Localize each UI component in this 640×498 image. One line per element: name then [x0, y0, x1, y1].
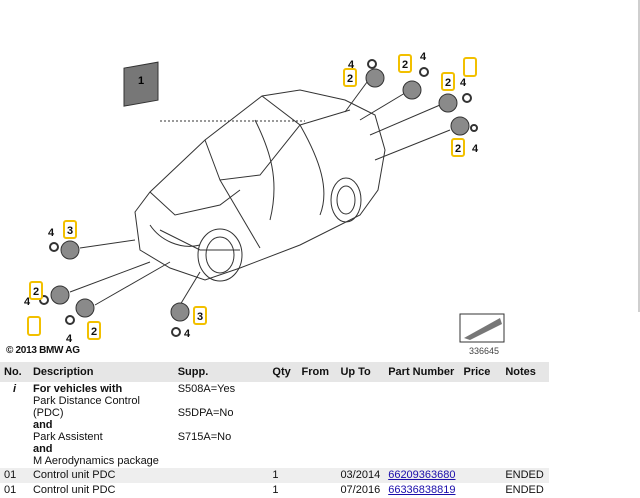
cell-notes: ENDED: [501, 468, 549, 483]
info-supp-line: [178, 419, 265, 431]
cell-qty: 1: [268, 468, 298, 483]
cell-part-number: 66209363680: [384, 468, 460, 483]
svg-text:2: 2: [91, 326, 97, 338]
svg-text:2: 2: [347, 73, 353, 85]
info-supp-line: S508A=Yes: [177, 383, 236, 395]
cell-supp: [173, 483, 269, 498]
info-supp-line: S5DPA=No: [177, 407, 234, 419]
svg-text:2: 2: [33, 286, 39, 298]
cell-qty: 1: [268, 483, 298, 498]
info-supp: S508A=Yes S5DPA=No S715A=No: [173, 382, 269, 468]
header-supp: Supp.: [173, 362, 269, 382]
table-row[interactable]: 01 Control unit PDC 1 07/2016 6633683881…: [0, 483, 549, 498]
svg-text:4: 4: [348, 59, 355, 71]
cell-supp: [173, 468, 269, 483]
info-supp-line: S715A=No: [177, 431, 232, 443]
table-row[interactable]: 01 Control unit PDC 1 03/2014 6620936368…: [0, 468, 549, 483]
header-notes: Notes: [501, 362, 549, 382]
svg-text:4: 4: [472, 143, 479, 155]
copyright-label: © 2013 BMW AG: [6, 345, 80, 356]
svg-text:2: 2: [445, 77, 451, 89]
svg-text:4: 4: [24, 296, 31, 308]
info-line: Park Assistent: [32, 431, 103, 443]
svg-text:4: 4: [460, 77, 467, 89]
header-part-number: Part Number: [384, 362, 460, 382]
info-line: M Aerodynamics package: [32, 455, 159, 467]
car-pdc-illustration: 1: [24, 51, 505, 345]
cell-from: [297, 468, 337, 483]
parts-table: No. Description Supp. Qty From Up To Par…: [0, 362, 549, 498]
svg-text:2: 2: [455, 143, 461, 155]
cell-price: [459, 468, 502, 483]
svg-text:4: 4: [48, 227, 55, 239]
part-number-link[interactable]: 66336838819: [388, 484, 456, 496]
info-icon: i: [0, 382, 29, 468]
cell-notes: ENDED: [501, 483, 549, 498]
cell-description: Control unit PDC: [28, 483, 174, 498]
header-up-to: Up To: [336, 362, 385, 382]
cell-price: [459, 483, 502, 498]
cell-description: Control unit PDC: [28, 468, 174, 483]
header-from: From: [297, 362, 337, 382]
info-line: Park Distance Control (PDC): [32, 395, 140, 419]
image-number: 336645: [469, 346, 500, 356]
info-supp-line: [178, 395, 265, 407]
info-description: For vehicles with Park Distance Control …: [28, 382, 174, 468]
cell-from: [297, 483, 337, 498]
svg-text:4: 4: [66, 333, 73, 345]
info-line: and: [32, 419, 53, 431]
info-line: and: [32, 443, 53, 455]
parts-diagram: 1: [6, 0, 640, 356]
table-header-row: No. Description Supp. Qty From Up To Par…: [0, 362, 549, 382]
callout-1: 1: [138, 75, 144, 87]
header-qty: Qty: [268, 362, 298, 382]
info-row: i For vehicles with Park Distance Contro…: [0, 382, 549, 468]
svg-text:4: 4: [184, 328, 191, 340]
svg-text:3: 3: [67, 225, 73, 237]
header-description: Description: [28, 362, 174, 382]
part-number-link[interactable]: 66209363680: [388, 469, 456, 481]
header-price: Price: [459, 362, 502, 382]
header-no: No.: [0, 362, 29, 382]
cell-up-to: 03/2014: [336, 468, 385, 483]
vertical-scrollbar[interactable]: [638, 0, 640, 312]
svg-text:3: 3: [197, 311, 203, 323]
cell-no: 01: [0, 483, 29, 498]
cell-up-to: 07/2016: [336, 483, 385, 498]
cell-part-number: 66336838819: [384, 483, 460, 498]
svg-text:2: 2: [402, 59, 408, 71]
info-line: For vehicles with: [32, 383, 123, 395]
cell-no: 01: [0, 468, 29, 483]
svg-text:4: 4: [420, 51, 427, 63]
